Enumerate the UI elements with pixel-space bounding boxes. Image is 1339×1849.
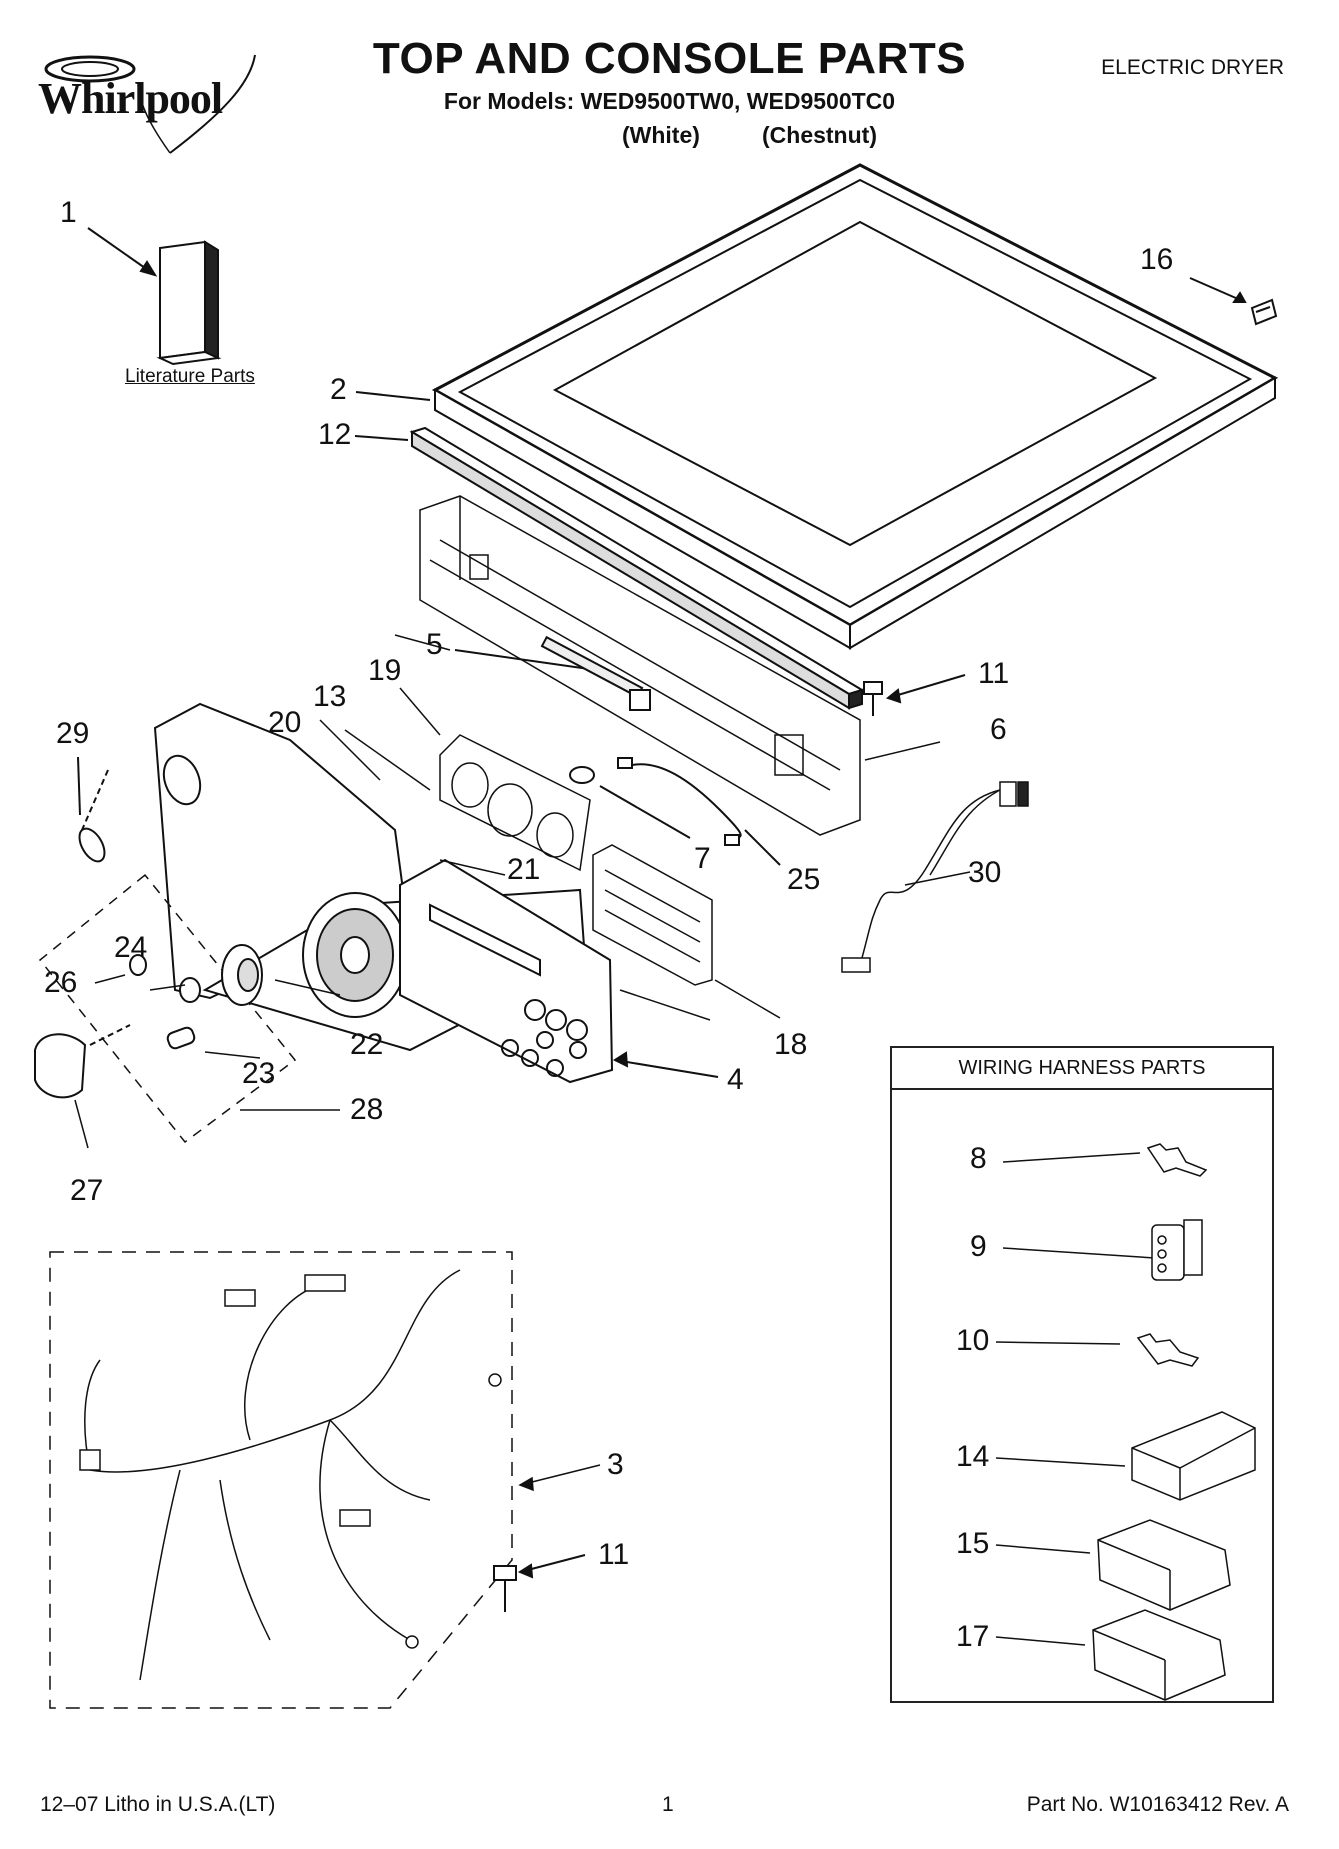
logo-wordmark: Whirlpool (38, 74, 223, 123)
page-title: TOP AND CONSOLE PARTS (372, 34, 967, 83)
footer-part-number: Part No. W10163412 Rev. A (1026, 1793, 1289, 1816)
callout-1: 1 (60, 196, 77, 229)
document-type: ELECTRIC DRYER (1101, 56, 1284, 79)
callout-25: 25 (787, 863, 821, 896)
callout-29: 29 (56, 717, 90, 750)
callout-8: 8 (970, 1142, 987, 1175)
whirlpool-logo: Whirlpool (20, 45, 270, 155)
callout-23: 23 (242, 1057, 276, 1090)
main-harness-drawing (49, 1251, 601, 1709)
cable-tie-drawing (454, 635, 651, 711)
ui-board-drawing (592, 844, 781, 1019)
control-panel-drawing (399, 858, 719, 1084)
wiring-harness-parts-title: WIRING HARNESS PARTS (892, 1048, 1272, 1090)
callout-15: 15 (956, 1527, 990, 1560)
callout-19: 19 (368, 654, 402, 687)
footer-page-number: 1 (662, 1793, 674, 1816)
control-board-drawing (399, 687, 591, 872)
callout-9: 9 (970, 1230, 987, 1263)
callout-21: 21 (507, 853, 541, 886)
knob-assembly-drawing (34, 756, 297, 1144)
callout-22: 22 (350, 1028, 384, 1061)
callout-26: 26 (44, 966, 78, 999)
variant-white: (White) (622, 122, 700, 148)
harness-25-drawing (569, 757, 781, 866)
callout-17: 17 (956, 1620, 990, 1653)
callout-2: 2 (330, 373, 347, 406)
callout-14: 14 (956, 1440, 990, 1473)
callout-27: 27 (70, 1174, 104, 1207)
callout-6: 6 (990, 713, 1007, 746)
callout-20: 20 (268, 706, 302, 739)
console-bracket-drawing (419, 495, 941, 836)
variant-chestnut: (Chestnut) (762, 122, 877, 148)
screw-16-drawing (1189, 277, 1278, 326)
callout-28: 28 (350, 1093, 384, 1126)
trim-strip-drawing (354, 426, 865, 710)
screw-11-top-drawing (863, 674, 966, 716)
top-panel-drawing (355, 163, 1279, 650)
callout-4: 4 (727, 1063, 744, 1096)
logo-swoosh (44, 54, 256, 154)
literature-parts-label: Literature Parts (125, 366, 255, 387)
callout-3: 3 (607, 1448, 624, 1481)
callout-18: 18 (774, 1028, 808, 1061)
callout-30: 30 (968, 856, 1002, 889)
callout-24: 24 (114, 931, 148, 964)
model-subtitle: For Models: WED9500TW0, WED9500TC0 (443, 88, 896, 114)
callout-11-bottom: 11 (598, 1538, 630, 1571)
callout-13: 13 (313, 680, 347, 713)
callout-11-top: 11 (978, 657, 1010, 690)
callout-10: 10 (956, 1324, 990, 1357)
harness-30-drawing (841, 781, 1029, 973)
callout-5: 5 (426, 628, 443, 661)
footer-litho: 12–07 Litho in U.S.A.(LT) (40, 1793, 276, 1816)
callout-12: 12 (318, 418, 352, 451)
literature-booklet-drawing (87, 227, 222, 366)
wiring-harness-parts-drawing (995, 1143, 1256, 1701)
screw-11-bottom-drawing (493, 1554, 586, 1612)
leader-lines (74, 634, 711, 1149)
callout-7: 7 (694, 842, 711, 875)
callout-16: 16 (1140, 243, 1174, 276)
wiring-harness-parts-box (890, 1046, 1274, 1703)
